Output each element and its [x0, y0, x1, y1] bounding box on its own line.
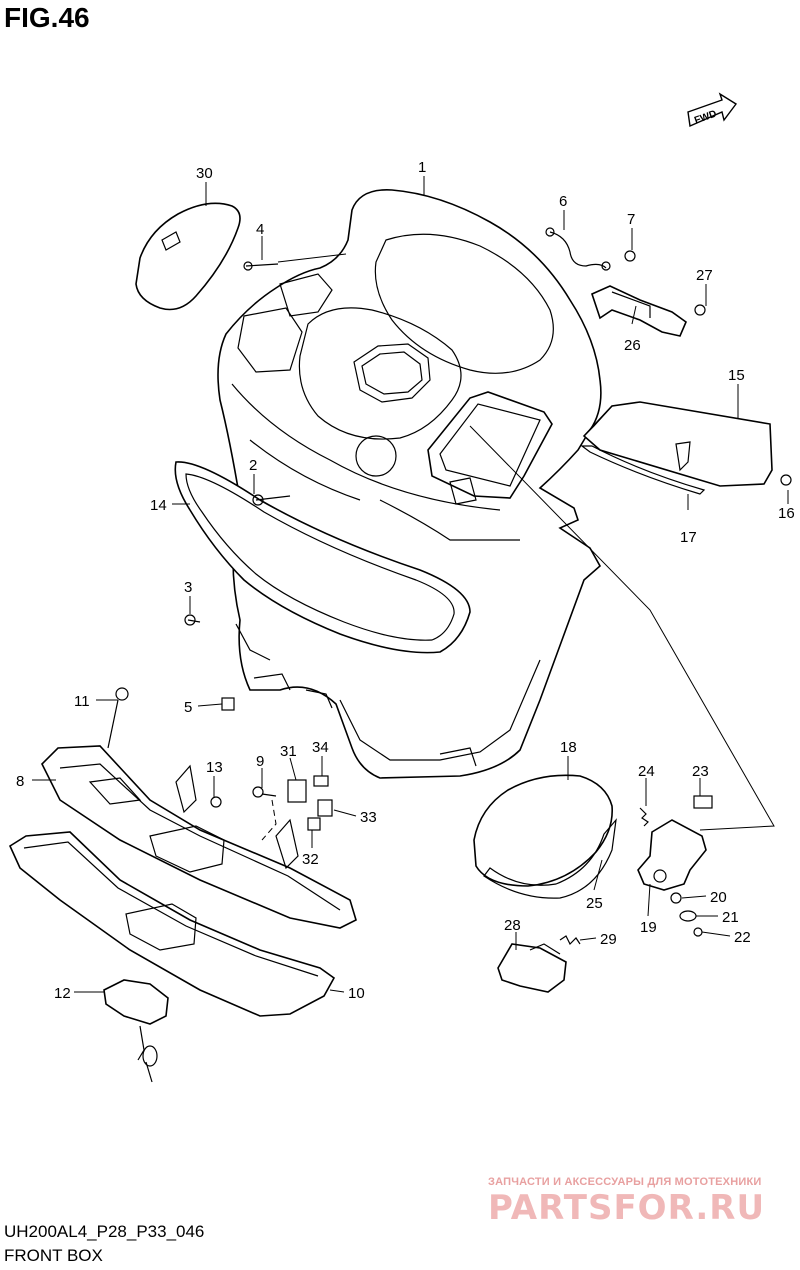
callout-22: 22	[734, 929, 751, 946]
callout-6: 6	[559, 193, 567, 210]
part-17-seal-strip	[580, 445, 706, 495]
callout-31: 31	[280, 743, 297, 760]
part-9-screw	[252, 786, 277, 798]
part-18-lid	[473, 774, 613, 887]
callout-28: 28	[504, 917, 521, 934]
part-20-nut	[670, 892, 682, 904]
part-21-washer	[679, 910, 697, 922]
callout-21: 21	[722, 909, 739, 926]
watermark-brand: PARTSFOR.RU	[488, 1188, 766, 1228]
callout-labels: 1 2 3 4 5 6 7 8 9 10 11 12 13 14 15 16 1…	[16, 159, 795, 1002]
watermark-tagline: ЗАПЧАСТИ И АКСЕССУАРЫ ДЛЯ МОТОТЕХНИКИ	[488, 1176, 762, 1188]
callout-13: 13	[206, 759, 223, 776]
part-34-clip	[313, 775, 329, 787]
part-12-lock	[103, 979, 169, 1083]
part-6-terminal-b	[601, 261, 611, 271]
model-code: UH200AL4_P28_P33_046	[4, 1222, 205, 1241]
callout-32: 32	[302, 851, 319, 868]
callout-7: 7	[627, 211, 635, 228]
callout-16: 16	[778, 505, 795, 522]
callout-23: 23	[692, 763, 709, 780]
callout-3: 3	[184, 579, 192, 596]
callout-18: 18	[560, 739, 577, 756]
callout-26: 26	[624, 337, 641, 354]
callout-14: 14	[150, 497, 167, 514]
part-24-spring	[639, 807, 649, 827]
part-8-inner-panel	[41, 745, 357, 929]
part-4-screw	[243, 261, 279, 271]
part-28-latch	[497, 943, 567, 993]
part-15-cover	[582, 401, 773, 487]
callout-5: 5	[184, 699, 192, 716]
reference-lines	[261, 253, 775, 841]
part-22-screw	[693, 927, 703, 937]
part-27-screw	[694, 304, 706, 316]
callout-1: 1	[418, 159, 426, 176]
part-6-terminal	[545, 227, 555, 237]
callout-11: 11	[74, 693, 90, 710]
callout-8: 8	[16, 773, 24, 790]
callout-30: 30	[196, 165, 213, 182]
part-11-screw	[107, 687, 129, 749]
part-23-block	[693, 795, 713, 809]
part-13-screw	[210, 796, 222, 808]
part-29-spring	[559, 935, 581, 946]
callout-33: 33	[360, 809, 377, 826]
callout-27: 27	[696, 267, 713, 284]
part-33-clip	[317, 799, 333, 817]
part-25-seal	[483, 818, 617, 899]
callout-24: 24	[638, 763, 655, 780]
callout-19: 19	[640, 919, 657, 936]
part-3-screw	[184, 614, 201, 626]
part-10-outer-panel	[8, 831, 336, 1017]
part-16-screw	[780, 474, 792, 486]
figure-title: FIG.46	[4, 2, 90, 33]
callout-15: 15	[728, 367, 745, 384]
callout-34: 34	[312, 739, 329, 756]
part-6-cable	[549, 231, 607, 269]
callout-2: 2	[249, 457, 257, 474]
part-5-nut	[221, 697, 235, 711]
part-32-clip	[307, 817, 321, 831]
fwd-arrow-icon: FWD	[687, 92, 738, 128]
part-30-lid	[135, 202, 241, 311]
callout-20: 20	[710, 889, 727, 906]
callout-10: 10	[348, 985, 365, 1002]
part-7-screw	[624, 250, 636, 262]
part-1-front-box-body	[217, 189, 602, 779]
callout-12: 12	[54, 985, 71, 1002]
part-14-seal	[174, 461, 471, 654]
figure-name: FRONT BOX	[4, 1246, 103, 1265]
callout-25: 25	[586, 895, 603, 912]
part-31-clip	[287, 779, 307, 803]
callout-17: 17	[680, 529, 697, 546]
leader-lines	[32, 176, 789, 993]
callout-4: 4	[256, 221, 264, 238]
part-26-bracket	[591, 285, 687, 337]
callout-9: 9	[256, 753, 264, 770]
callout-29: 29	[600, 931, 617, 948]
part-2-bolt	[252, 494, 291, 506]
part-19-hinge	[637, 819, 707, 891]
